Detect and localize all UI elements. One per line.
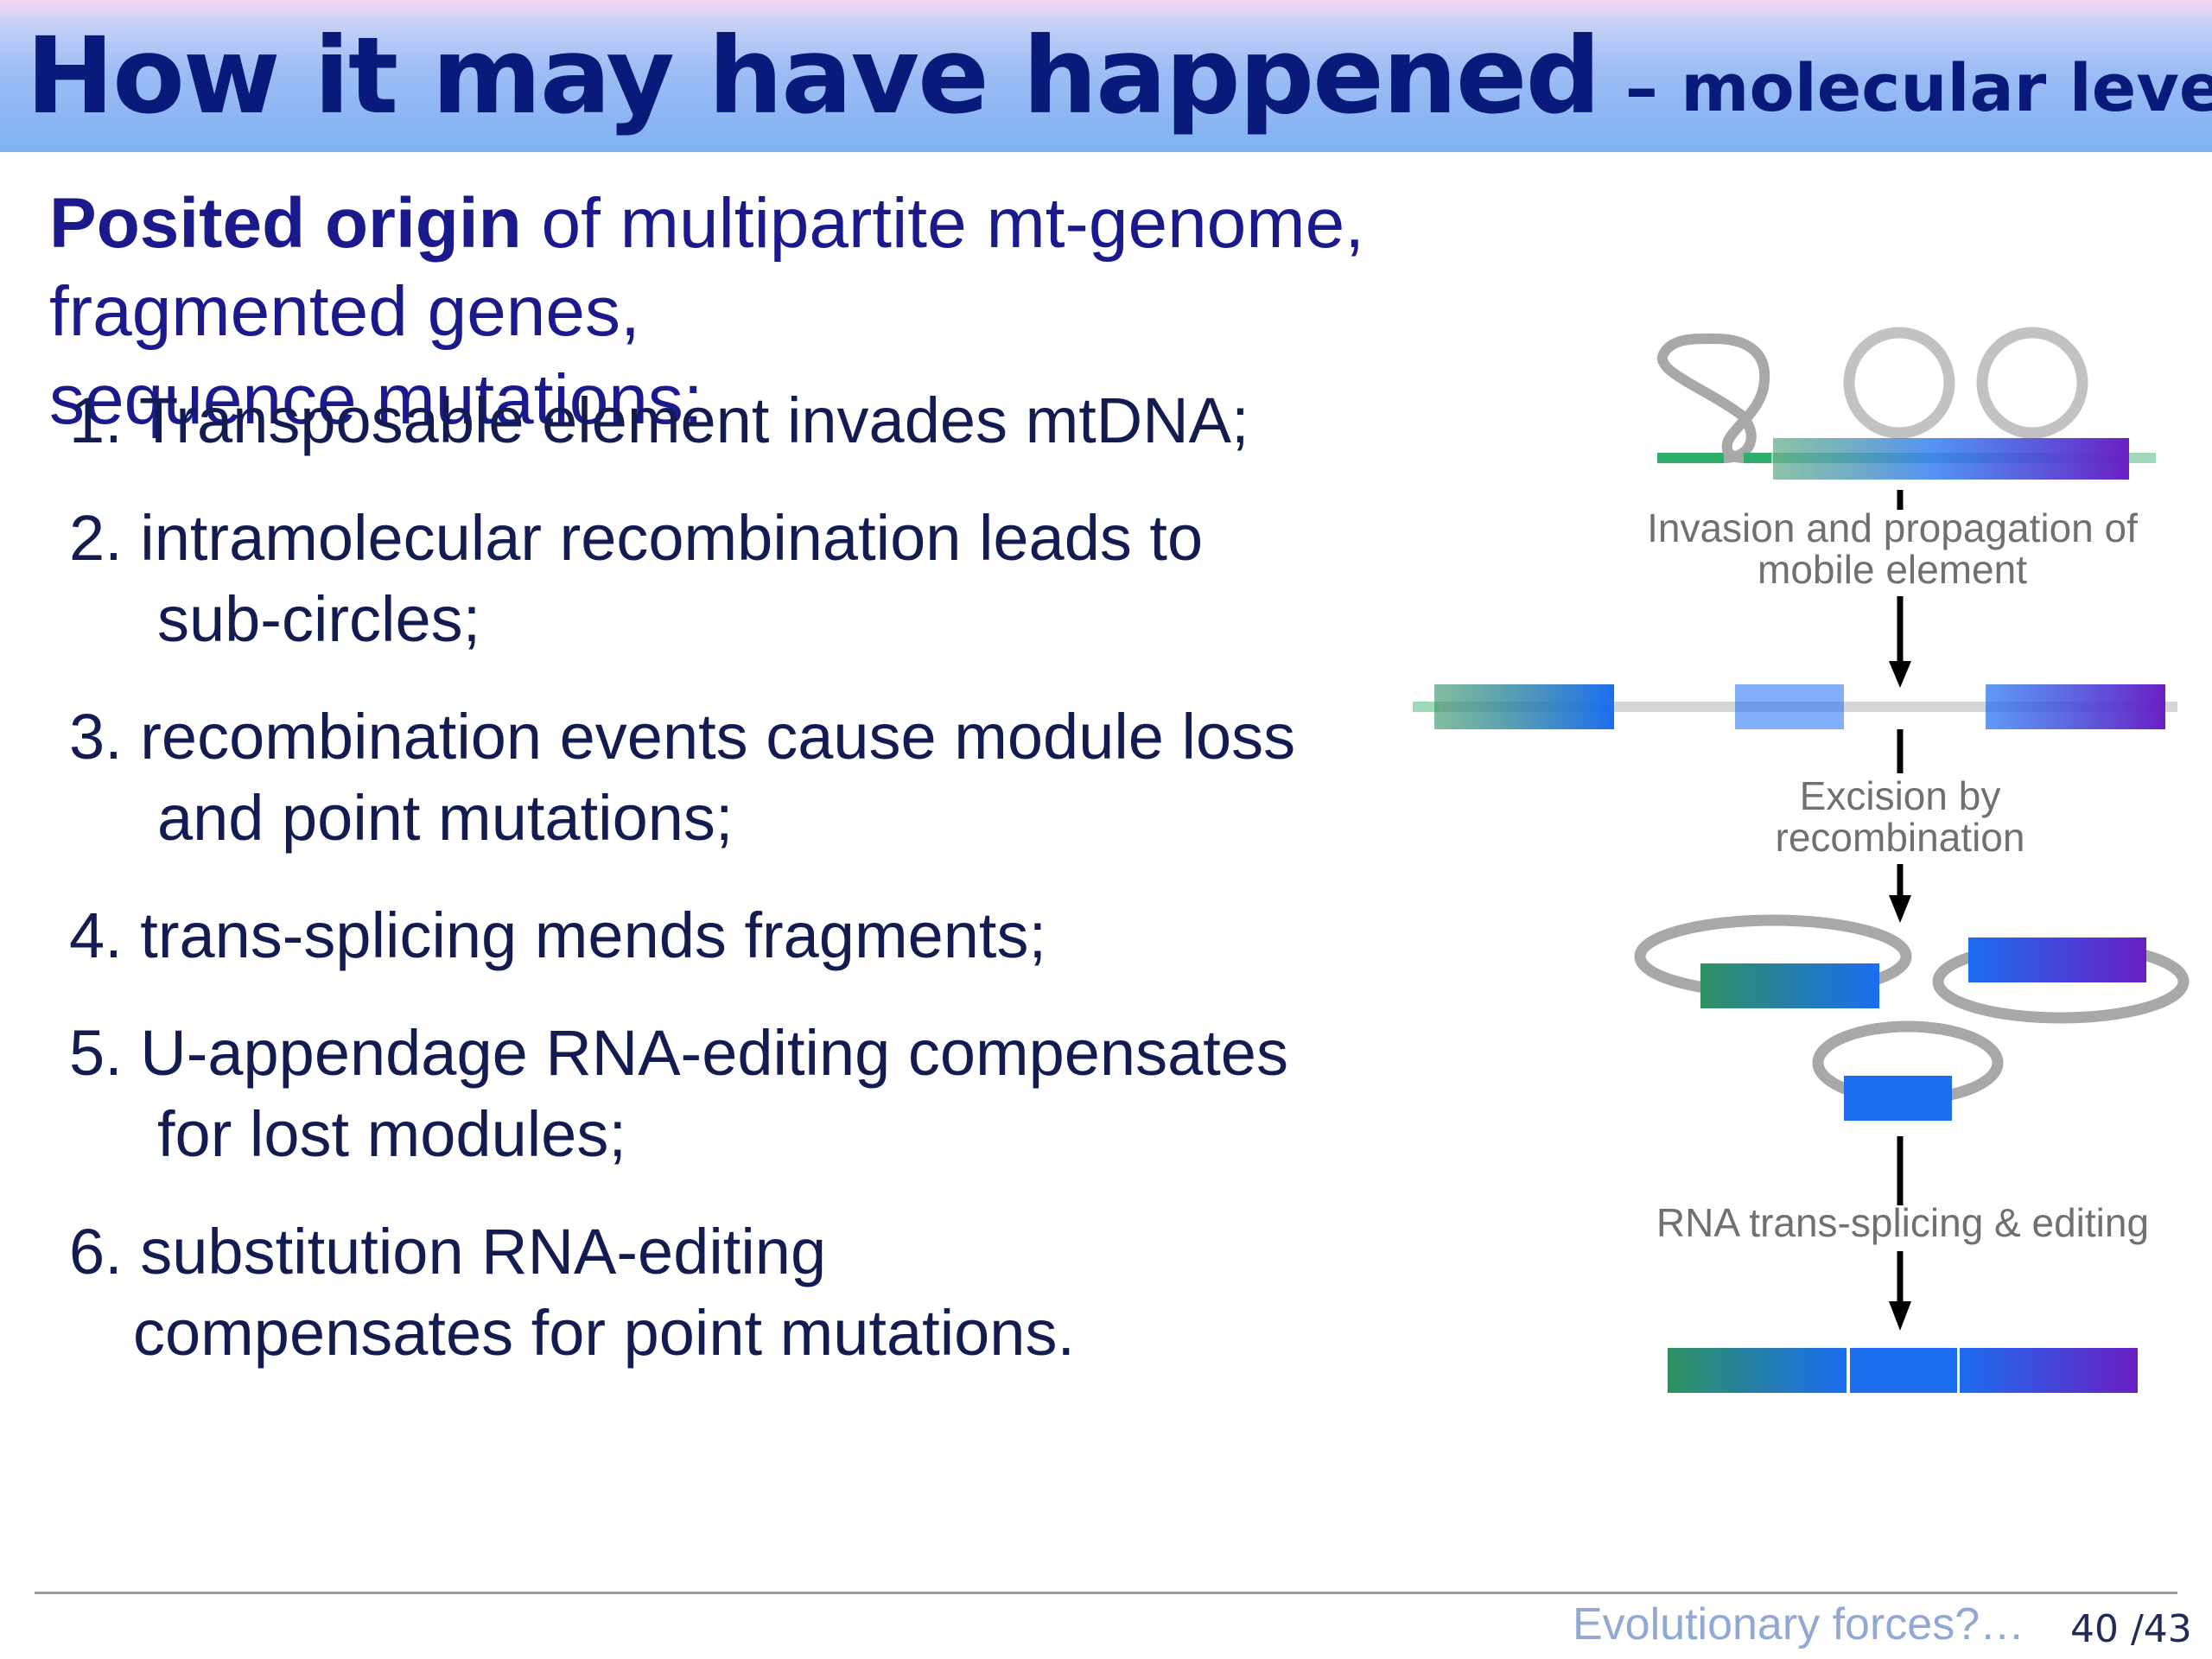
footer-section-title: Evolutionary forces?… (1573, 1599, 2025, 1649)
subcircle-2-module (1968, 938, 2146, 982)
step-2-line-2: sub-circles; (157, 583, 481, 655)
arrow-1-head (1889, 661, 1911, 688)
label-excision-line-2: recombination (1776, 815, 2025, 860)
subcircle-1-module (1700, 963, 1879, 1008)
mended-module-2 (1850, 1348, 1957, 1393)
stage-subcircles (1634, 914, 2190, 1121)
intro-line-2: sequence mutations: (49, 360, 703, 439)
step-3-line-2: and point mutations; (157, 782, 734, 854)
step-2-line-1: 2. intramolecular recombination leads to (69, 502, 1204, 574)
mobile-element-gene (1773, 438, 2129, 480)
stage-mended-transcript (1668, 1348, 2138, 1393)
stage-invasion (1657, 327, 2156, 510)
step-6-line-2: compensates for point mutations. (133, 1297, 1076, 1369)
gene-module-2 (1735, 684, 1844, 729)
arrow-2 (1889, 864, 1911, 923)
arrow-3-head (1889, 1301, 1911, 1331)
arrow-2-head (1889, 895, 1911, 923)
recombination-loop-open (1657, 333, 1770, 463)
footer-divider (35, 1592, 2177, 1594)
step-2: 2. intramolecular recombination leads to… (69, 498, 1417, 660)
intro-line-1: of multipartite mt-genome, fragmented ge… (49, 184, 1364, 351)
label-invasion-line-1: Invasion and propagation of (1647, 505, 2138, 550)
gene-module-3 (1986, 684, 2165, 729)
step-1: 1. Transposable element invades mtDNA; (69, 380, 1417, 461)
arrow-1 (1889, 596, 1911, 688)
step-6-line-1: 6. substitution RNA-editing (69, 1216, 827, 1287)
mobile-element-circle-2 (1976, 327, 2088, 439)
label-splicing: RNA trans-splicing & editing (1656, 1200, 2149, 1245)
step-5-line-1: 5. U-appendage RNA-editing compensates (69, 1017, 1288, 1089)
slide-title: How it may have happened – molecular lev… (26, 0, 2212, 152)
step-3: 3. recombination events cause module los… (69, 696, 1417, 859)
intro-text: Posited origin of multipartite mt-genome… (49, 180, 1691, 444)
mended-module-3 (1960, 1348, 2138, 1393)
mended-module-1 (1668, 1348, 1847, 1393)
step-4-line-1: 4. trans-splicing mends fragments; (69, 899, 1047, 971)
title-banner: How it may have happened – molecular lev… (0, 0, 2212, 152)
intro-bold: Posited origin (49, 184, 522, 263)
subcircle-3-module (1844, 1076, 1952, 1121)
step-5-line-2: for lost modules; (157, 1098, 626, 1170)
label-excision-line-1: Excision by (1800, 773, 2001, 818)
label-invasion-line-2: mobile element (1758, 547, 2027, 592)
step-5: 5. U-appendage RNA-editing compensates f… (69, 1013, 1417, 1175)
mobile-element-circle-1 (1843, 327, 1955, 439)
step-4: 4. trans-splicing mends fragments; (69, 895, 1417, 976)
gene-module-1 (1434, 684, 1614, 729)
title-main: How it may have happened (26, 15, 1601, 137)
step-1-line-1: 1. Transposable element invades mtDNA; (69, 385, 1249, 456)
title-subtitle: – molecular level (1624, 48, 2212, 126)
step-6: 6. substitution RNA-editing compensates … (69, 1211, 1417, 1374)
steps-list: 1. Transposable element invades mtDNA; 2… (69, 380, 1417, 1374)
step-3-line-1: 3. recombination events cause module los… (69, 701, 1296, 772)
arrow-3 (1889, 1251, 1911, 1331)
page-number: 40 /43 (2070, 1607, 2192, 1651)
stage-propagated (1413, 684, 2177, 773)
